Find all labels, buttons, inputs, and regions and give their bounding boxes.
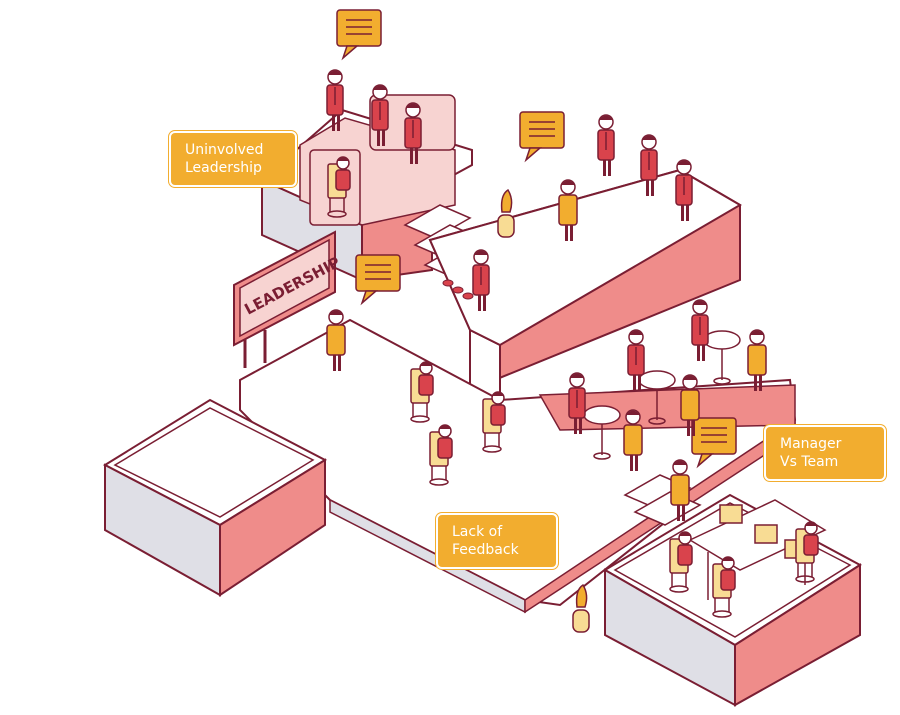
speech-bubble-icon: [519, 111, 565, 161]
lack-of-feedback-label: Lack of Feedback: [436, 513, 558, 569]
speech-bubble-icon: [336, 9, 382, 59]
callout-line: Manager: [780, 436, 842, 452]
plant-icon: [572, 583, 590, 633]
plant-icon: [497, 188, 515, 238]
callout-line: Leadership: [185, 160, 262, 176]
person-figure: [691, 299, 709, 362]
cups-icon: [442, 279, 474, 300]
callout-line: Lack of: [452, 524, 503, 540]
uninvolved-leadership-label: Uninvolved Leadership: [169, 131, 297, 187]
speech-bubble-icon: [355, 254, 401, 304]
person-figure: [597, 114, 615, 177]
callout-line: Vs Team: [780, 454, 839, 470]
manager-vs-team-label: Manager Vs Team: [764, 425, 886, 481]
callout-line: Uninvolved: [185, 142, 264, 158]
left-block: [102, 398, 328, 597]
round-table: [703, 330, 741, 385]
callout-line: Feedback: [452, 542, 519, 558]
